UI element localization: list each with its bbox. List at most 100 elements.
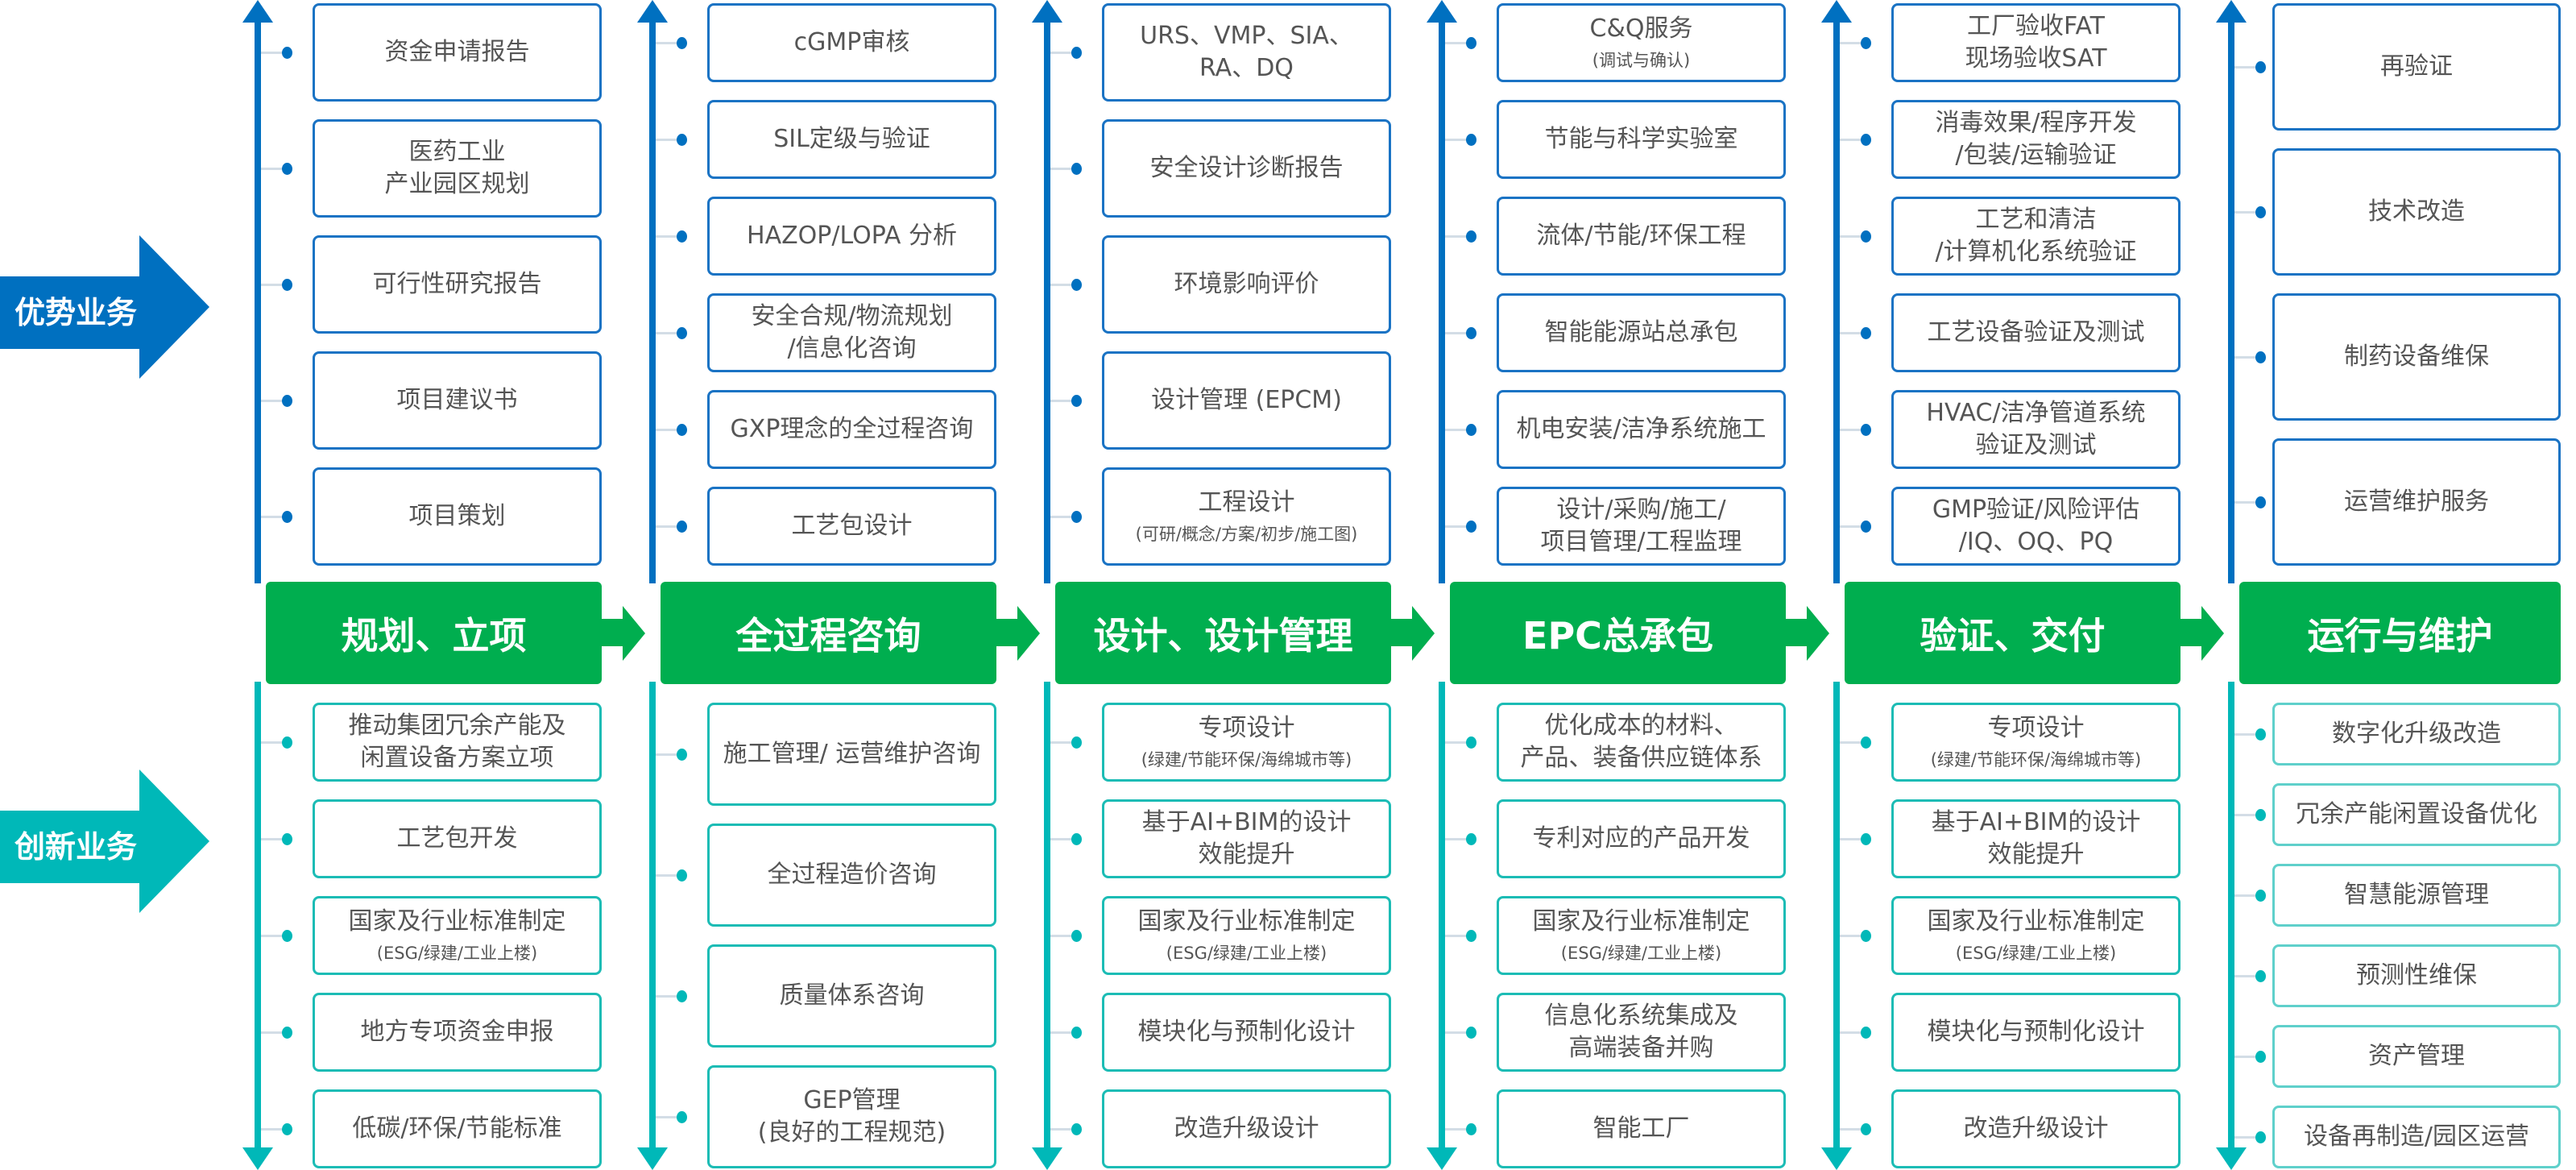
service-box[interactable]: 资金申请报告 [313, 3, 602, 102]
bullet-dot-icon [1466, 230, 1476, 243]
service-box[interactable]: 模块化与预制化设计 [1102, 993, 1391, 1072]
connector-line [1445, 332, 1469, 334]
stage-title-banner: 设计、设计管理 [1055, 582, 1391, 684]
service-box[interactable]: 医药工业 产业园区规划 [313, 119, 602, 218]
service-box[interactable]: 工艺和清洁 /计算机化系统验证 [1891, 197, 2180, 276]
service-label: 智慧能源管理 [2344, 881, 2489, 909]
service-box[interactable]: 质量体系咨询 [707, 944, 996, 1048]
stage-column: cGMP审核 SIL定级与验证 HAZOP/LOPA 分析安全合规/物流规划 /信息… [637, 0, 1047, 1170]
bullet-dot-icon [677, 990, 687, 1002]
service-box[interactable]: SIL定级与验证 [707, 100, 996, 179]
service-box[interactable]: 智能工厂 [1497, 1089, 1786, 1168]
service-box[interactable]: 全过程造价咨询 [707, 824, 996, 927]
service-box[interactable]: GMP验证/风险评估 /IQ、OQ、PQ [1891, 487, 2180, 566]
service-box[interactable]: 模块化与预制化设计 [1891, 993, 2180, 1072]
service-box[interactable]: 流体/节能/环保工程 [1497, 197, 1786, 276]
service-box[interactable]: 再验证 [2272, 3, 2561, 131]
service-sublabel: (绿建/节能环保/海绵城市等) [1141, 750, 1352, 770]
service-box[interactable]: HAZOP/LOPA 分析 [707, 197, 996, 276]
list-item: 全过程造价咨询 [652, 824, 996, 927]
service-box[interactable]: 优化成本的材料、 产品、装备供应链体系 [1497, 703, 1786, 782]
service-box[interactable]: 基于AI+BIM的设计 效能提升 [1102, 799, 1391, 878]
service-box[interactable]: 环境影响评价 [1102, 235, 1391, 334]
service-box[interactable]: 安全合规/物流规划 /信息化咨询 [707, 293, 996, 372]
next-stage-arrowhead-icon [2201, 606, 2224, 661]
service-box[interactable]: 专项设计 (绿建/节能环保/海绵城市等) [1102, 703, 1391, 782]
service-box[interactable]: 可行性研究报告 [313, 235, 602, 334]
service-box[interactable]: 改造升级设计 [1102, 1089, 1391, 1168]
service-box[interactable]: 数字化升级改造 [2272, 703, 2561, 765]
service-box[interactable]: 工艺设备验证及测试 [1891, 293, 2180, 372]
service-box[interactable]: 国家及行业标准制定(ESG/绿建/工业上楼) [1102, 896, 1391, 975]
service-box[interactable]: 工厂验收FAT 现场验收SAT [1891, 3, 2180, 82]
next-stage-arrow-icon [600, 619, 624, 646]
next-stage-arrowhead-icon [1807, 606, 1829, 661]
service-box[interactable]: URS、VMP、SIA、 RA、DQ [1102, 3, 1391, 102]
innovation-services-list: 专项设计(绿建/节能环保/海绵城市等) 基于AI+BIM的设计 效能提升国家及行业… [1837, 703, 2180, 1168]
service-box[interactable]: 基于AI+BIM的设计 效能提升 [1891, 799, 2180, 878]
service-box[interactable]: 资产管理 [2272, 1025, 2561, 1088]
list-item: 智能能源站总承包 [1442, 293, 1786, 372]
arrow-up-icon [1821, 0, 1852, 23]
service-sublabel: (可研/概念/方案/初步/施工图) [1135, 525, 1358, 544]
service-box[interactable]: 工程设计(可研/概念/方案/初步/施工图) [1102, 467, 1391, 566]
bullet-dot-icon [1466, 37, 1476, 49]
bullet-dot-icon [1071, 736, 1082, 749]
bullet-dot-icon [2255, 61, 2266, 73]
service-box[interactable]: 项目建议书 [313, 351, 602, 450]
service-box[interactable]: 推动集团冗余产能及 闲置设备方案立项 [313, 703, 602, 782]
service-box[interactable]: 工艺包设计 [707, 487, 996, 566]
service-box[interactable]: 国家及行业标准制定(ESG/绿建/工业上楼) [1891, 896, 2180, 975]
list-item: GMP验证/风险评估 /IQ、OQ、PQ [1837, 487, 2180, 566]
service-box[interactable]: GEP管理 (良好的工程规范) [707, 1065, 996, 1168]
service-box[interactable]: 工艺包开发 [313, 799, 602, 878]
service-box[interactable]: 施工管理/ 运营维护咨询 [707, 703, 996, 806]
service-label: 专项设计 [1198, 714, 1295, 742]
stage-column: URS、VMP、SIA、 RA、DQ 安全设计诊断报告环境影响评价设计管理 (EP… [1032, 0, 1442, 1170]
connector-line [1050, 838, 1075, 840]
service-box[interactable]: 专项设计(绿建/节能环保/海绵城市等) [1891, 703, 2180, 782]
service-box[interactable]: 节能与科学实验室 [1497, 100, 1786, 179]
service-box[interactable]: cGMP审核 [707, 3, 996, 82]
list-item: 国家及行业标准制定(ESG/绿建/工业上楼) [258, 896, 602, 975]
service-box[interactable]: 地方专项资金申报 [313, 993, 602, 1072]
arrow-up-icon [242, 0, 273, 23]
service-box[interactable]: 国家及行业标准制定(ESG/绿建/工业上楼) [313, 896, 602, 975]
connector-line [1445, 139, 1469, 141]
service-box[interactable]: 智慧能源管理 [2272, 864, 2561, 927]
advantage-services-list: 再验证技术改造制药设备维保运营维护服务 [2231, 3, 2561, 566]
service-box[interactable]: 运营维护服务 [2272, 438, 2561, 566]
bullet-dot-icon [1861, 134, 1871, 146]
service-label: 工艺设备验证及测试 [1927, 318, 2145, 346]
service-box[interactable]: 设备再制造/园区运营 [2272, 1106, 2561, 1168]
connector-line [1445, 42, 1469, 44]
service-label: 可行性研究报告 [372, 270, 542, 298]
list-item: 推动集团冗余产能及 闲置设备方案立项 [258, 703, 602, 782]
service-box[interactable]: 消毒效果/程序开发 /包装/运输验证 [1891, 100, 2180, 179]
service-box[interactable]: 低碳/环保/节能标准 [313, 1089, 602, 1168]
service-box[interactable]: 设计管理 (EPCM) [1102, 351, 1391, 450]
service-box[interactable]: 安全设计诊断报告 [1102, 119, 1391, 218]
service-box[interactable]: 制药设备维保 [2272, 293, 2561, 421]
service-box[interactable]: 设计/采购/施工/ 项目管理/工程监理 [1497, 487, 1786, 566]
service-box[interactable]: 机电安装/洁净系统施工 [1497, 390, 1786, 469]
service-box[interactable]: 改造升级设计 [1891, 1089, 2180, 1168]
service-box[interactable]: C&Q服务(调试与确认) [1497, 3, 1786, 82]
service-box[interactable]: 智能能源站总承包 [1497, 293, 1786, 372]
service-box[interactable]: 预测性维保 [2272, 944, 2561, 1007]
list-item: 工程设计(可研/概念/方案/初步/施工图) [1047, 467, 1391, 566]
service-label: 专项设计 [1987, 714, 2085, 742]
bullet-dot-icon [1071, 279, 1082, 291]
service-box[interactable]: 冗余产能闲置设备优化 [2272, 783, 2561, 846]
service-box[interactable]: HVAC/洁净管道系统 验证及测试 [1891, 390, 2180, 469]
stage-title-banner: 运行与维护 [2239, 582, 2561, 684]
service-box[interactable]: 技术改造 [2272, 148, 2561, 276]
service-box[interactable]: 信息化系统集成及 高端装备并购 [1497, 993, 1786, 1072]
list-item: 基于AI+BIM的设计 效能提升 [1047, 799, 1391, 878]
service-box[interactable]: 专利对应的产品开发 [1497, 799, 1786, 878]
service-box[interactable]: 项目策划 [313, 467, 602, 566]
service-box[interactable]: GXP理念的全过程咨询 [707, 390, 996, 469]
service-label: 预测性维保 [2356, 961, 2477, 990]
service-box[interactable]: 国家及行业标准制定(ESG/绿建/工业上楼) [1497, 896, 1786, 975]
connector-line [2234, 211, 2259, 214]
